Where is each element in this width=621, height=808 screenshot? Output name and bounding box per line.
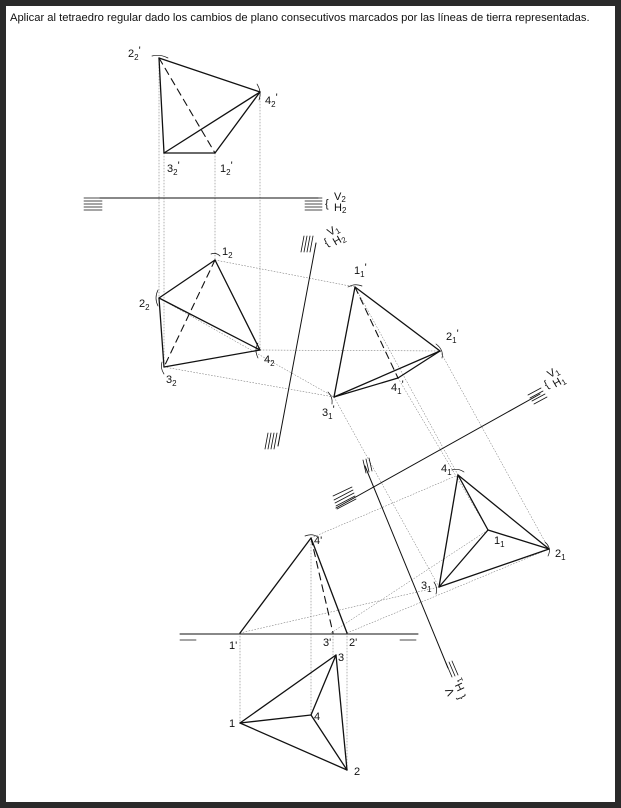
svg-text:{: {	[455, 693, 468, 702]
svg-text:V1: V1	[545, 364, 562, 381]
ground-line-label-v-h1: { V H1	[443, 676, 468, 702]
point-label-4-1v: 41'	[391, 379, 404, 396]
tetrahedron-view-h1	[433, 468, 550, 595]
point-label-3-1: 31	[421, 580, 432, 594]
point-label-3-1v: 31'	[322, 404, 335, 421]
svg-text:H1: H1	[551, 374, 569, 392]
svg-text:{: {	[322, 237, 331, 249]
tetrahedron-view-v2	[151, 54, 261, 154]
ground-line-v1-h1	[335, 393, 541, 509]
tetrahedron-view-front	[239, 534, 348, 634]
svg-text:{: {	[325, 198, 329, 210]
ground-lines	[99, 197, 541, 669]
projection-lines	[158, 57, 550, 771]
point-label-2-1: 21	[555, 548, 566, 562]
point-labels: 22' 42' 32' 12' 12 22 42 32 11' 21' 41' …	[128, 45, 566, 778]
ground-line-v1-h2	[277, 242, 317, 447]
point-label-3: 3	[338, 652, 344, 664]
point-label-2-2: 22	[139, 298, 150, 312]
point-label-3-2: 32	[166, 374, 177, 388]
ground-line-label-v1-h1: { V1 H1	[542, 364, 569, 392]
tetrahedron-view-plan	[239, 654, 348, 771]
point-label-4-2: 42	[264, 354, 275, 368]
point-label-4v: 4'	[314, 535, 322, 547]
svg-text:H2: H2	[331, 232, 349, 250]
ground-line-hatches	[83, 197, 548, 678]
point-label-1-2: 12	[222, 246, 233, 260]
point-label-1v: 1'	[229, 640, 237, 652]
point-label-2-2v: 22'	[128, 45, 141, 62]
svg-text:H2: H2	[334, 202, 347, 215]
tetrahedron-view-h2	[155, 252, 261, 375]
instruction-text: Aplicar al tetraedro regular dado los ca…	[10, 12, 590, 24]
ground-line-v-h1	[364, 465, 449, 669]
svg-text:{: {	[542, 379, 551, 391]
tetrahedron-view-v1	[327, 284, 443, 405]
ground-line-label-v2-h2: { V2 H2	[325, 191, 347, 215]
point-label-3v: 3'	[323, 637, 331, 649]
svg-text:H1: H1	[451, 676, 468, 693]
point-label-2: 2	[354, 766, 360, 778]
point-label-1-2v: 12'	[220, 160, 233, 177]
point-label-1-1v: 11'	[354, 262, 367, 279]
point-label-3-2v: 32'	[167, 160, 180, 177]
point-label-4-1: 41	[441, 463, 452, 477]
point-label-1-1: 11	[494, 535, 505, 549]
point-label-4-2v: 42'	[265, 92, 278, 109]
point-label-2-1v: 21'	[446, 328, 459, 345]
point-label-4: 4	[314, 711, 320, 723]
svg-text:V1: V1	[325, 222, 342, 239]
point-label-2v: 2'	[349, 637, 357, 649]
point-label-1: 1	[229, 718, 235, 730]
ground-line-label-v1-h2: { V1 H2	[322, 222, 349, 250]
svg-text:V2: V2	[334, 191, 346, 204]
